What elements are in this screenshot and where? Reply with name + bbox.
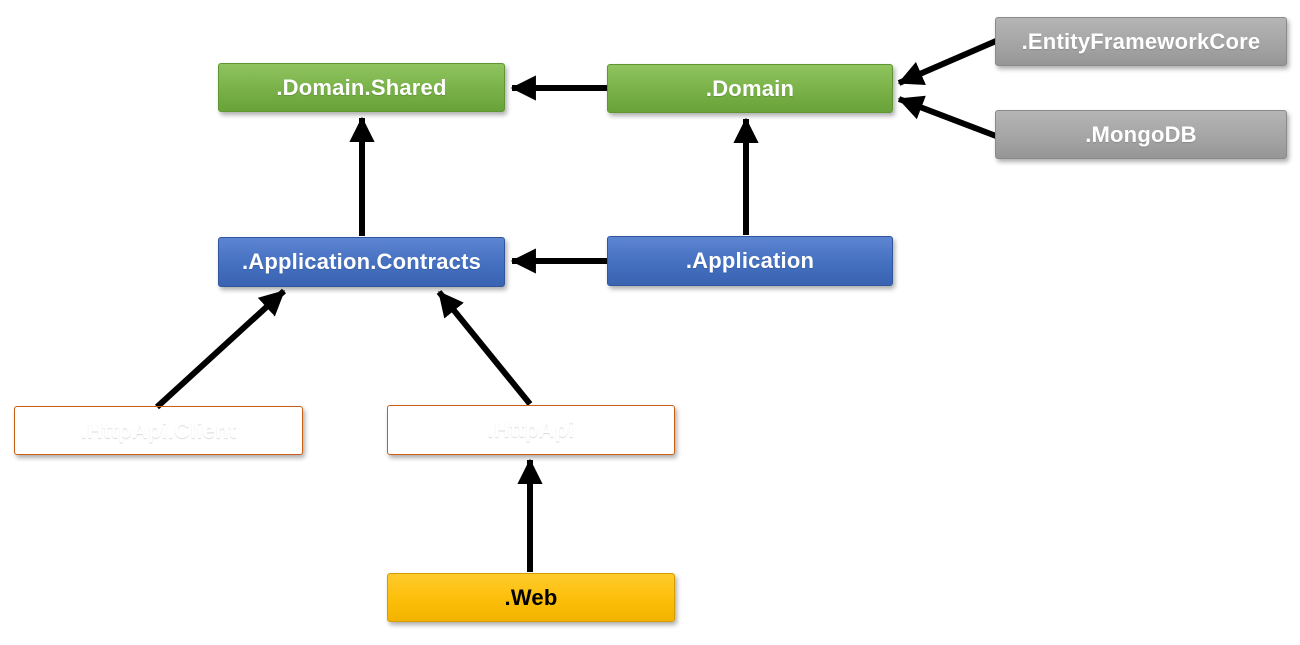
node-web: .Web [387, 573, 675, 622]
node-application-contracts-label: .Application.Contracts [241, 249, 482, 274]
node-httpapi-label: .HttpApi [487, 417, 575, 442]
node-domain-shared: .Domain.Shared [218, 63, 505, 112]
arrow-httpapi-to-app-contracts [436, 290, 533, 406]
node-entityframeworkcore: .EntityFrameworkCore [995, 17, 1287, 66]
arrow-httpapi-client-to-app-contracts [154, 288, 287, 410]
node-mongodb-label: .MongoDB [1085, 121, 1197, 147]
node-web-label: .Web [504, 584, 558, 610]
node-httpapi-client: .HttpApi.Client [14, 406, 303, 455]
node-httpapi: .HttpApi [387, 405, 675, 455]
node-application-contracts: .Application.Contracts [218, 237, 505, 287]
node-application-label: .Application [685, 248, 815, 273]
node-domain: .Domain [607, 64, 893, 113]
arrow-mongodb-to-domain [897, 95, 998, 139]
node-entityframeworkcore-label: .EntityFrameworkCore [1021, 28, 1261, 54]
arrow-efcore-to-domain [897, 38, 998, 86]
node-mongodb: .MongoDB [995, 110, 1287, 159]
node-domain-label: .Domain [705, 75, 795, 101]
node-domain-shared-label: .Domain.Shared [276, 74, 447, 100]
node-httpapi-client-label: .HttpApi.Client [80, 417, 237, 443]
node-application: .Application [607, 236, 893, 286]
